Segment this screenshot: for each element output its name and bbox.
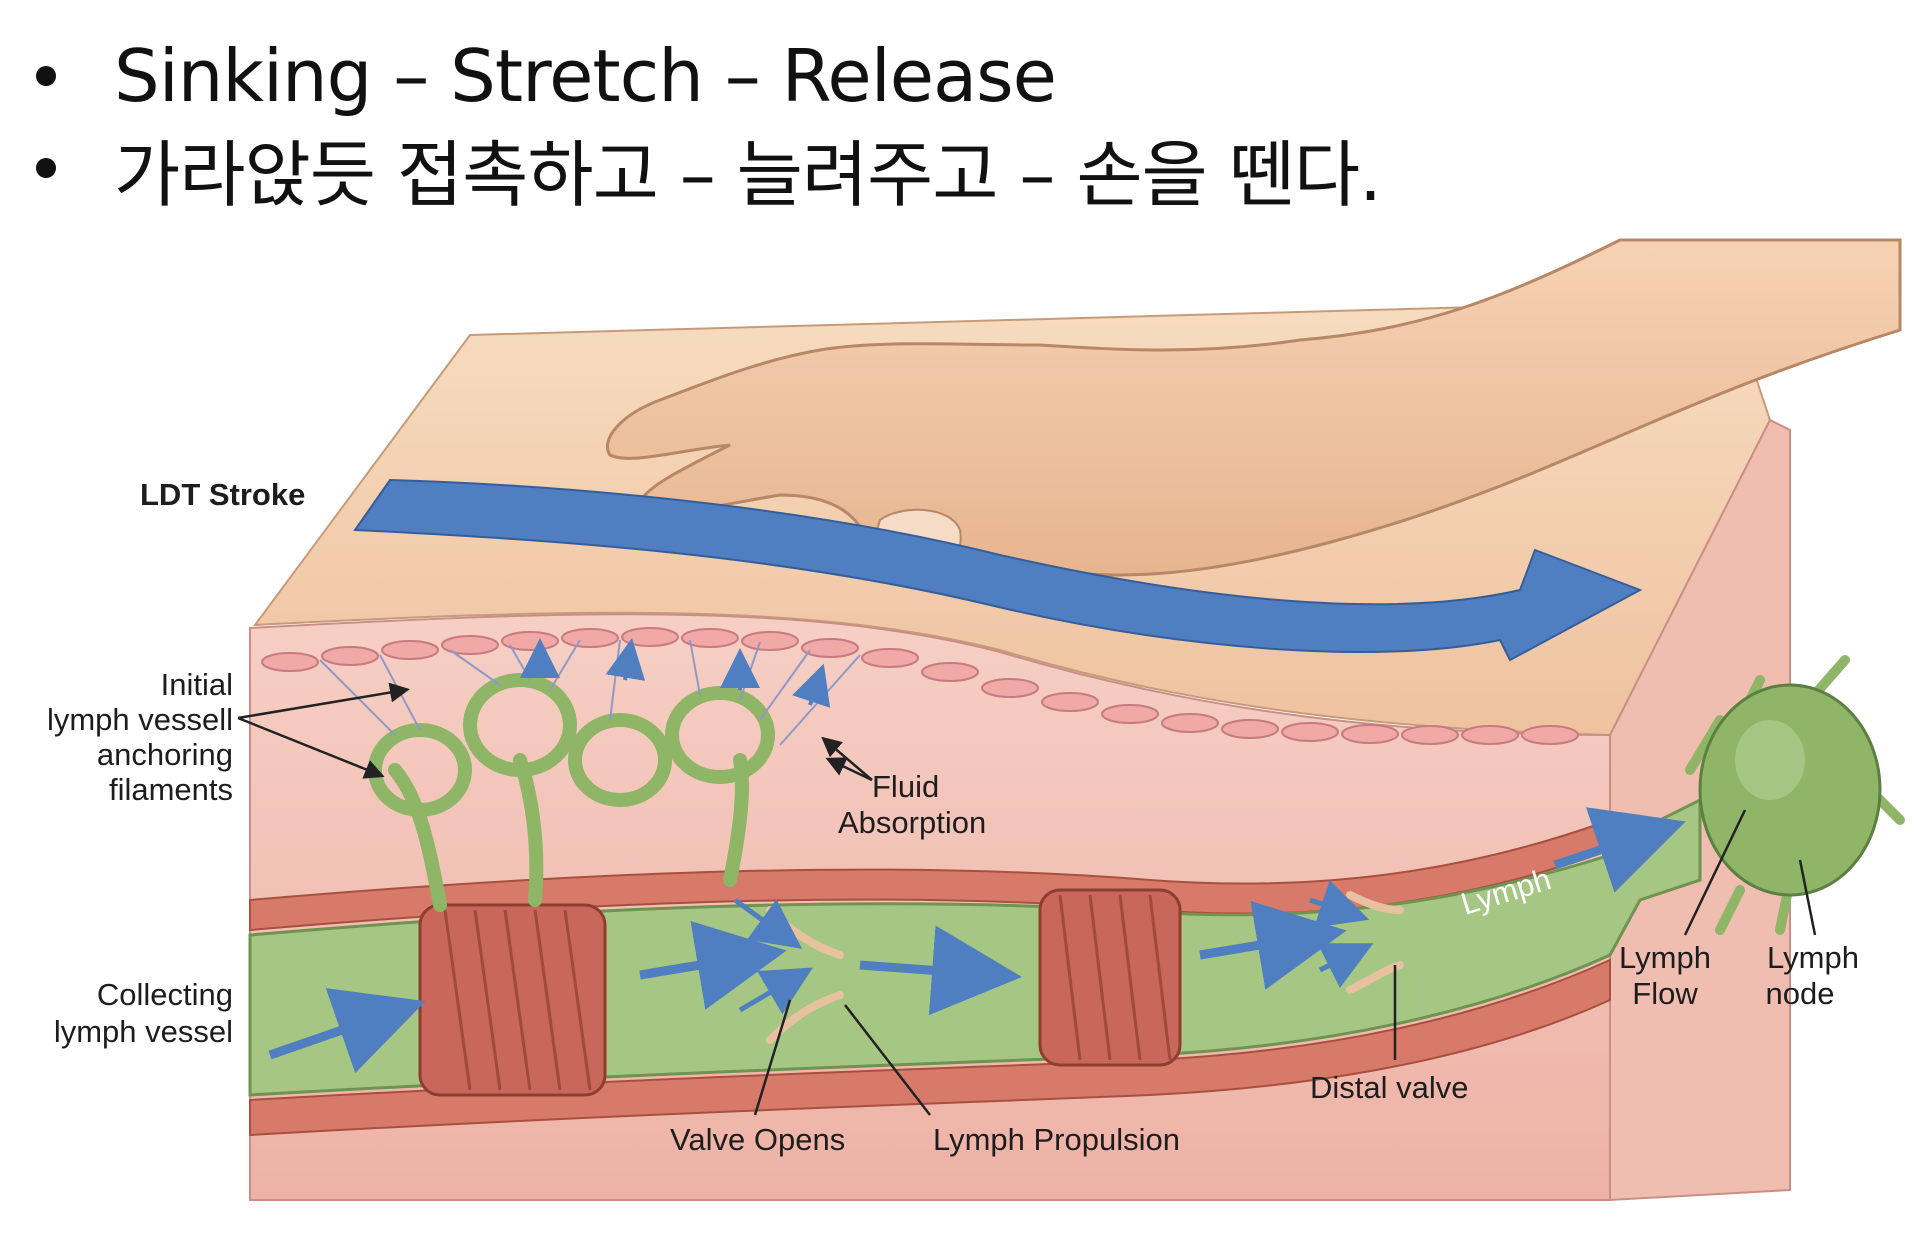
label-lymph-flow-line-2: Flow [1632, 976, 1698, 1011]
label-collecting-line-2: lymph vessel [54, 1014, 233, 1049]
label-collecting-line-1: Collecting [97, 977, 233, 1012]
label-lymph-node-line-1: Lymph [1767, 940, 1859, 975]
lymph-node [1685, 655, 1905, 935]
absorption-arrows [520, 638, 831, 708]
bullet-dot-icon [36, 66, 56, 86]
muscle-cuff-striations [443, 894, 1172, 1091]
label-ldt-stroke: LDT Stroke [140, 477, 305, 512]
label-initial-line-1: Initial [161, 667, 233, 702]
label-distal-valve: Distal valve [1310, 1070, 1469, 1105]
initial-lymph-network [368, 673, 775, 912]
bullet-text-korean: 가라앉듯 접촉하고 – 늘려주고 – 손을 뗀다. [114, 132, 1382, 217]
bullet-item: 가라앉듯 접촉하고 – 늘려주고 – 손을 뗀다. [28, 122, 1382, 217]
label-initial-line-3: anchoring [97, 737, 233, 772]
vessel-flow-arrows [268, 807, 1686, 1074]
label-lymph-flow-line-1: Lymph [1619, 940, 1711, 975]
leader-lines [237, 682, 1817, 1116]
ldt-stroke-arrow [353, 478, 1643, 662]
label-valve-opens: Valve Opens [670, 1122, 845, 1157]
valve-flow-arrows [733, 880, 1374, 1015]
label-fluid-line-2: Absorption [838, 805, 986, 840]
label-fluid-line-1: Fluid [872, 769, 939, 804]
epidermis-cells [261, 627, 1579, 745]
bullet-item: Sinking – Stretch – Release [28, 30, 1381, 122]
bullet-list: Sinking – Stretch – Release 가라앉듯 접촉하고 – … [28, 30, 1382, 217]
label-initial-line-2: lymph vessell [47, 702, 233, 737]
bullet-text-english: Sinking – Stretch – Release [114, 34, 1057, 118]
label-initial-line-4: filaments [109, 772, 233, 807]
label-lymph-node-line-2: node [1766, 976, 1835, 1011]
bullet-dot-icon [36, 158, 56, 178]
label-lymph-propulsion: Lymph Propulsion [933, 1122, 1180, 1157]
